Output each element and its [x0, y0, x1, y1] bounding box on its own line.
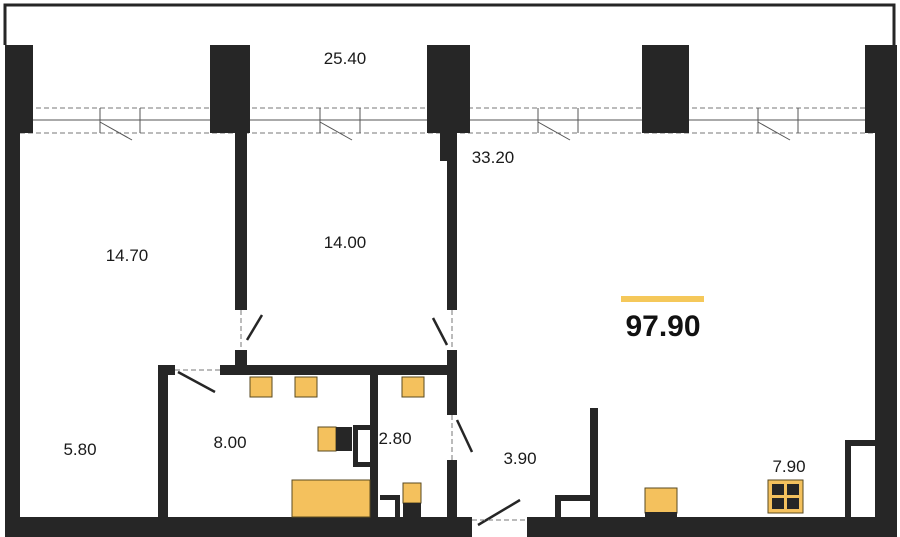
sink-icon: [401, 376, 425, 398]
bathtub-icon: [291, 479, 371, 518]
room-area-hall: 5.80: [63, 440, 96, 459]
total-area: 97.90: [625, 310, 700, 343]
room-area-corridor: 3.90: [503, 449, 536, 468]
doors: [175, 310, 527, 527]
room-area-wc: 2.80: [378, 429, 411, 448]
accent-bar: [621, 296, 704, 302]
toilet-icon: [317, 426, 337, 452]
room-area-kitchen: 7.90: [772, 457, 805, 476]
room-area-bedroom-1: 14.70: [106, 246, 149, 265]
sink-icon: [249, 376, 273, 398]
sink-icon: [294, 376, 318, 398]
room-area-bedroom-2: 14.00: [324, 233, 367, 252]
kitchen-sink-icon: [644, 487, 678, 514]
walls: [5, 45, 897, 537]
toilet-icon: [402, 482, 422, 504]
fixtures: [249, 376, 804, 518]
room-area-bathroom: 8.00: [213, 433, 246, 452]
balcony-outline: [3, 3, 896, 45]
room-area-living: 33.20: [472, 148, 515, 167]
room-area-balcony: 25.40: [324, 49, 367, 68]
balcony-doors: [99, 108, 799, 141]
